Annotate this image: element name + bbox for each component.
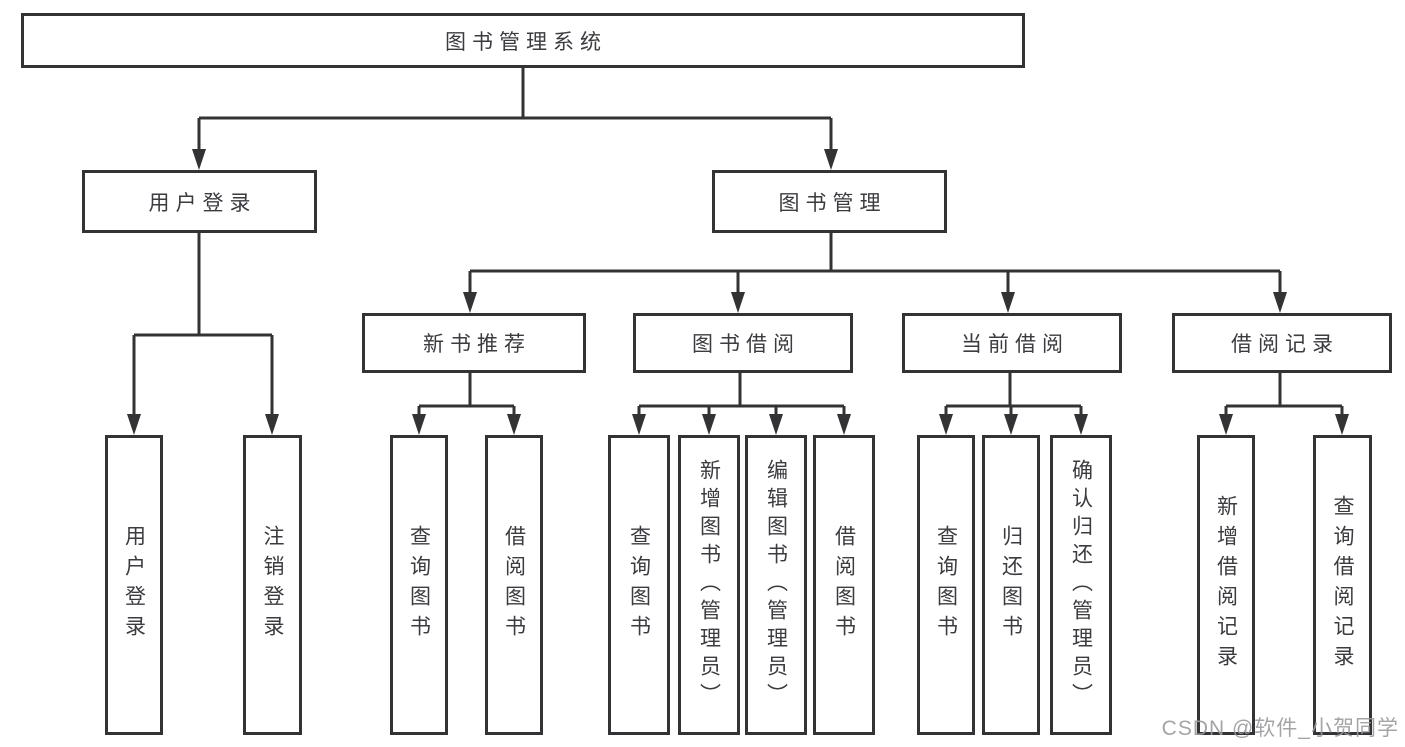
leaf-query-books-current: 查询图书 bbox=[917, 435, 975, 735]
leaf-query-books-recommend: 查询图书 bbox=[390, 435, 448, 735]
leaf-add-book-admin: 新增图书（管理员） bbox=[678, 435, 740, 735]
leaf-confirm-return-admin: 确认归还（管理员） bbox=[1050, 435, 1112, 735]
node-book-management-label: 图书管理 bbox=[778, 191, 887, 215]
leaf-add-borrow-record: 新增借阅记录 bbox=[1197, 435, 1255, 735]
node-new-book-recommend-label: 新书推荐 bbox=[423, 333, 531, 356]
leaf-borrow-books-borrow: 借阅图书 bbox=[813, 435, 875, 735]
leaf-return-books-label: 归还图书 bbox=[999, 525, 1023, 645]
leaf-logout: 注销登录 bbox=[243, 435, 302, 735]
csdn-watermark: CSDN @软件_小贺同学 bbox=[1161, 717, 1399, 740]
leaf-query-books-recommend-label: 查询图书 bbox=[407, 525, 431, 645]
leaf-query-books-borrow: 查询图书 bbox=[608, 435, 670, 735]
leaf-query-borrow-record: 查询借阅记录 bbox=[1313, 435, 1372, 735]
node-library-system: 图书管理系统 bbox=[21, 13, 1025, 68]
node-book-management: 图书管理 bbox=[712, 170, 947, 233]
node-current-borrow-label: 当前借阅 bbox=[961, 333, 1069, 356]
leaf-query-borrow-record-label: 查询借阅记录 bbox=[1331, 495, 1354, 675]
node-new-book-recommend: 新书推荐 bbox=[362, 313, 586, 373]
node-current-borrow: 当前借阅 bbox=[902, 313, 1122, 373]
node-borrow-records-label: 借阅记录 bbox=[1231, 333, 1339, 356]
leaf-add-book-admin-label: 新增图书（管理员） bbox=[697, 459, 721, 711]
node-user-login-label: 用户登录 bbox=[148, 191, 257, 215]
leaf-logout-label: 注销登录 bbox=[261, 525, 284, 645]
arrowhead-icons bbox=[127, 149, 1349, 435]
node-user-login: 用户登录 bbox=[82, 170, 317, 233]
leaf-edit-book-admin-label: 编辑图书（管理员） bbox=[764, 459, 788, 711]
leaf-borrow-books-recommend: 借阅图书 bbox=[485, 435, 543, 735]
leaf-confirm-return-admin-label: 确认归还（管理员） bbox=[1069, 459, 1093, 711]
leaf-borrow-books-recommend-label: 借阅图书 bbox=[502, 525, 526, 645]
leaf-return-books: 归还图书 bbox=[982, 435, 1040, 735]
leaf-user-login-label: 用户登录 bbox=[122, 525, 146, 645]
node-book-borrow: 图书借阅 bbox=[633, 313, 853, 373]
leaf-edit-book-admin: 编辑图书（管理员） bbox=[745, 435, 807, 735]
leaf-add-borrow-record-label: 新增借阅记录 bbox=[1214, 495, 1238, 675]
leaf-query-books-current-label: 查询图书 bbox=[934, 525, 958, 645]
leaf-query-books-borrow-label: 查询图书 bbox=[627, 525, 651, 645]
node-library-system-label: 图书管理系统 bbox=[445, 30, 607, 54]
leaf-borrow-books-borrow-label: 借阅图书 bbox=[832, 525, 856, 645]
connector-lines bbox=[132, 68, 1344, 416]
leaf-user-login: 用户登录 bbox=[105, 435, 163, 735]
node-book-borrow-label: 图书借阅 bbox=[692, 333, 800, 356]
node-borrow-records: 借阅记录 bbox=[1172, 313, 1392, 373]
